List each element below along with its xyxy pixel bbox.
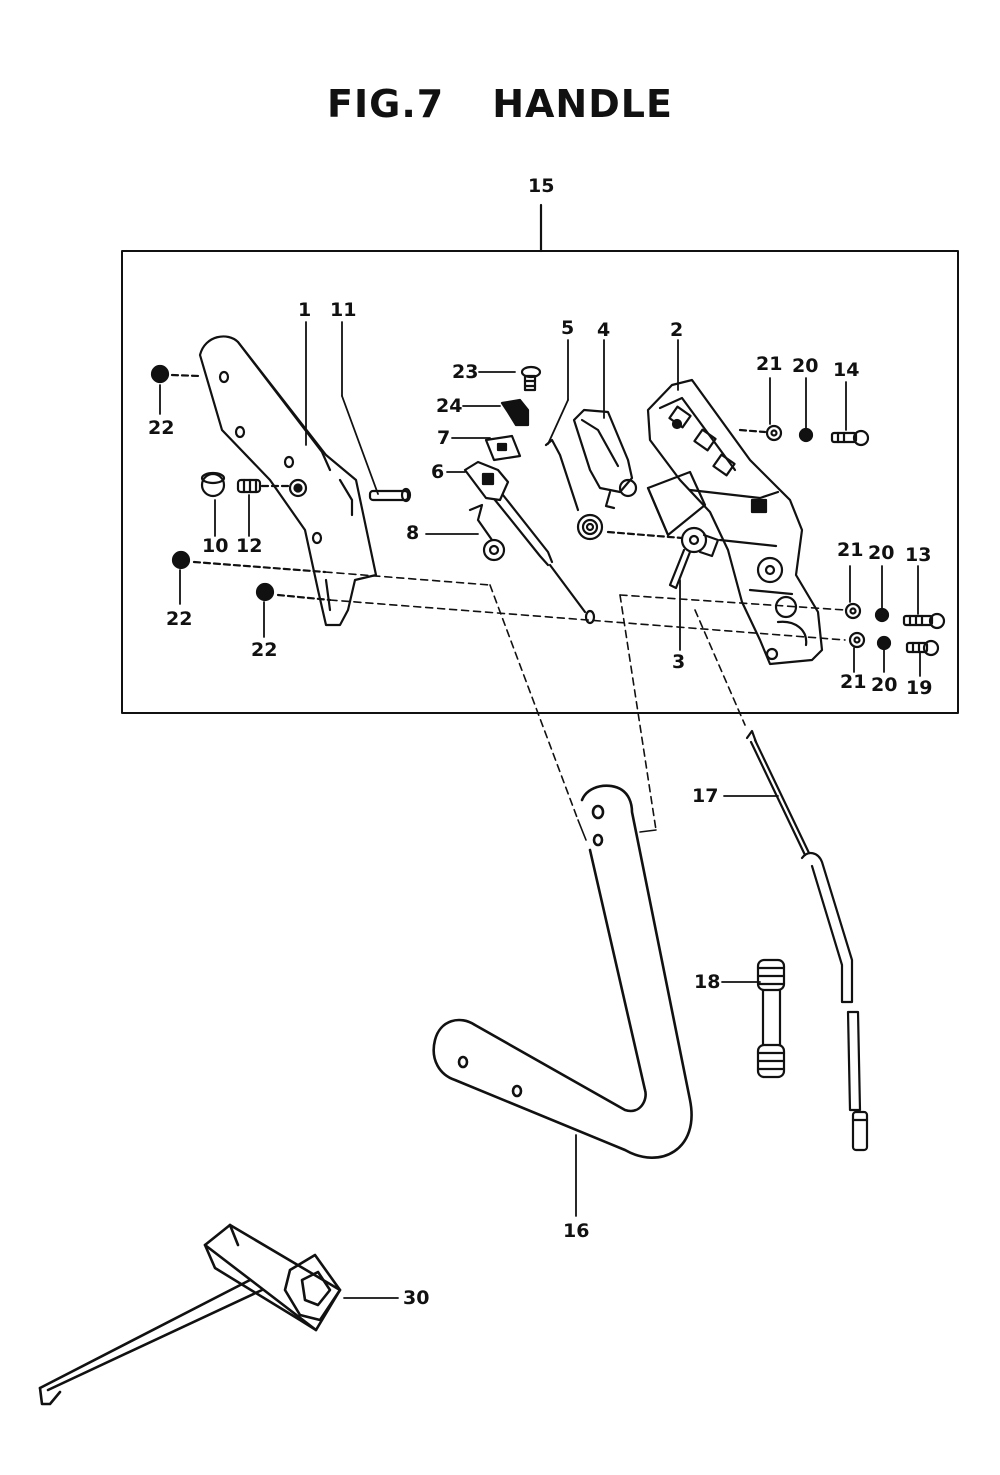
lock-lever [468,503,506,562]
callout-11: 11 [330,299,357,321]
plate [484,434,522,462]
bolt [830,429,870,447]
callout-15: 15 [528,175,555,197]
figure-title: FIG.7 HANDLE [0,82,1000,126]
callout-30: 30 [403,1287,430,1309]
callout-16: 16 [563,1220,590,1242]
callout-21: 21 [840,671,867,693]
stop-lever [668,526,720,590]
callout-18: 18 [694,971,721,993]
callout-4: 4 [597,319,611,341]
trigger [572,408,638,510]
nut [150,364,202,384]
handlebar-tube [432,784,693,1159]
figure-number: FIG.7 [327,82,445,126]
callout-2: 2 [670,319,684,341]
handle-grip-left-half [198,335,378,627]
nut [171,550,327,574]
callout-20: 20 [868,542,895,564]
callout-22: 22 [148,417,175,439]
spring-washer [874,607,890,623]
plug-wrench-tool [38,1223,342,1406]
callout-1: 1 [298,299,312,321]
callout-20: 20 [792,355,819,377]
callout-8: 8 [406,522,420,544]
callout-5: 5 [561,317,575,339]
pin [368,487,412,503]
callout-24: 24 [436,395,463,417]
cable-spring [756,958,786,1079]
handle-assembly-frame [121,203,959,714]
throttle-lever [463,460,596,625]
callout-6: 6 [431,461,445,483]
callout-21: 21 [837,539,864,561]
callout-20: 20 [871,674,898,696]
callout-13: 13 [905,544,932,566]
handle-grip-right-half [646,378,824,666]
callout-14: 14 [833,359,860,381]
throttle-cable [745,729,869,1152]
spring-washer [798,427,814,443]
bolt [905,639,940,657]
callout-22: 22 [251,639,278,661]
figure-name: HANDLE [492,82,673,126]
callout-19: 19 [906,677,933,699]
callout-22: 22 [166,608,193,630]
nut [255,582,332,602]
callout-10: 10 [202,535,229,557]
callout-3: 3 [672,651,686,673]
callout-7: 7 [437,427,451,449]
washer [844,602,862,620]
cap [200,471,226,498]
washer [765,424,783,442]
washer [848,631,866,649]
screw [520,365,542,392]
pivot-cone [646,470,707,537]
bolt [902,612,946,630]
callout-leaders [159,321,921,1299]
clip [500,398,530,427]
callout-12: 12 [236,535,263,557]
callout-23: 23 [452,361,479,383]
callout-21: 21 [756,353,783,375]
small-spring [236,478,308,498]
callout-17: 17 [692,785,719,807]
spring-washer [876,635,892,651]
